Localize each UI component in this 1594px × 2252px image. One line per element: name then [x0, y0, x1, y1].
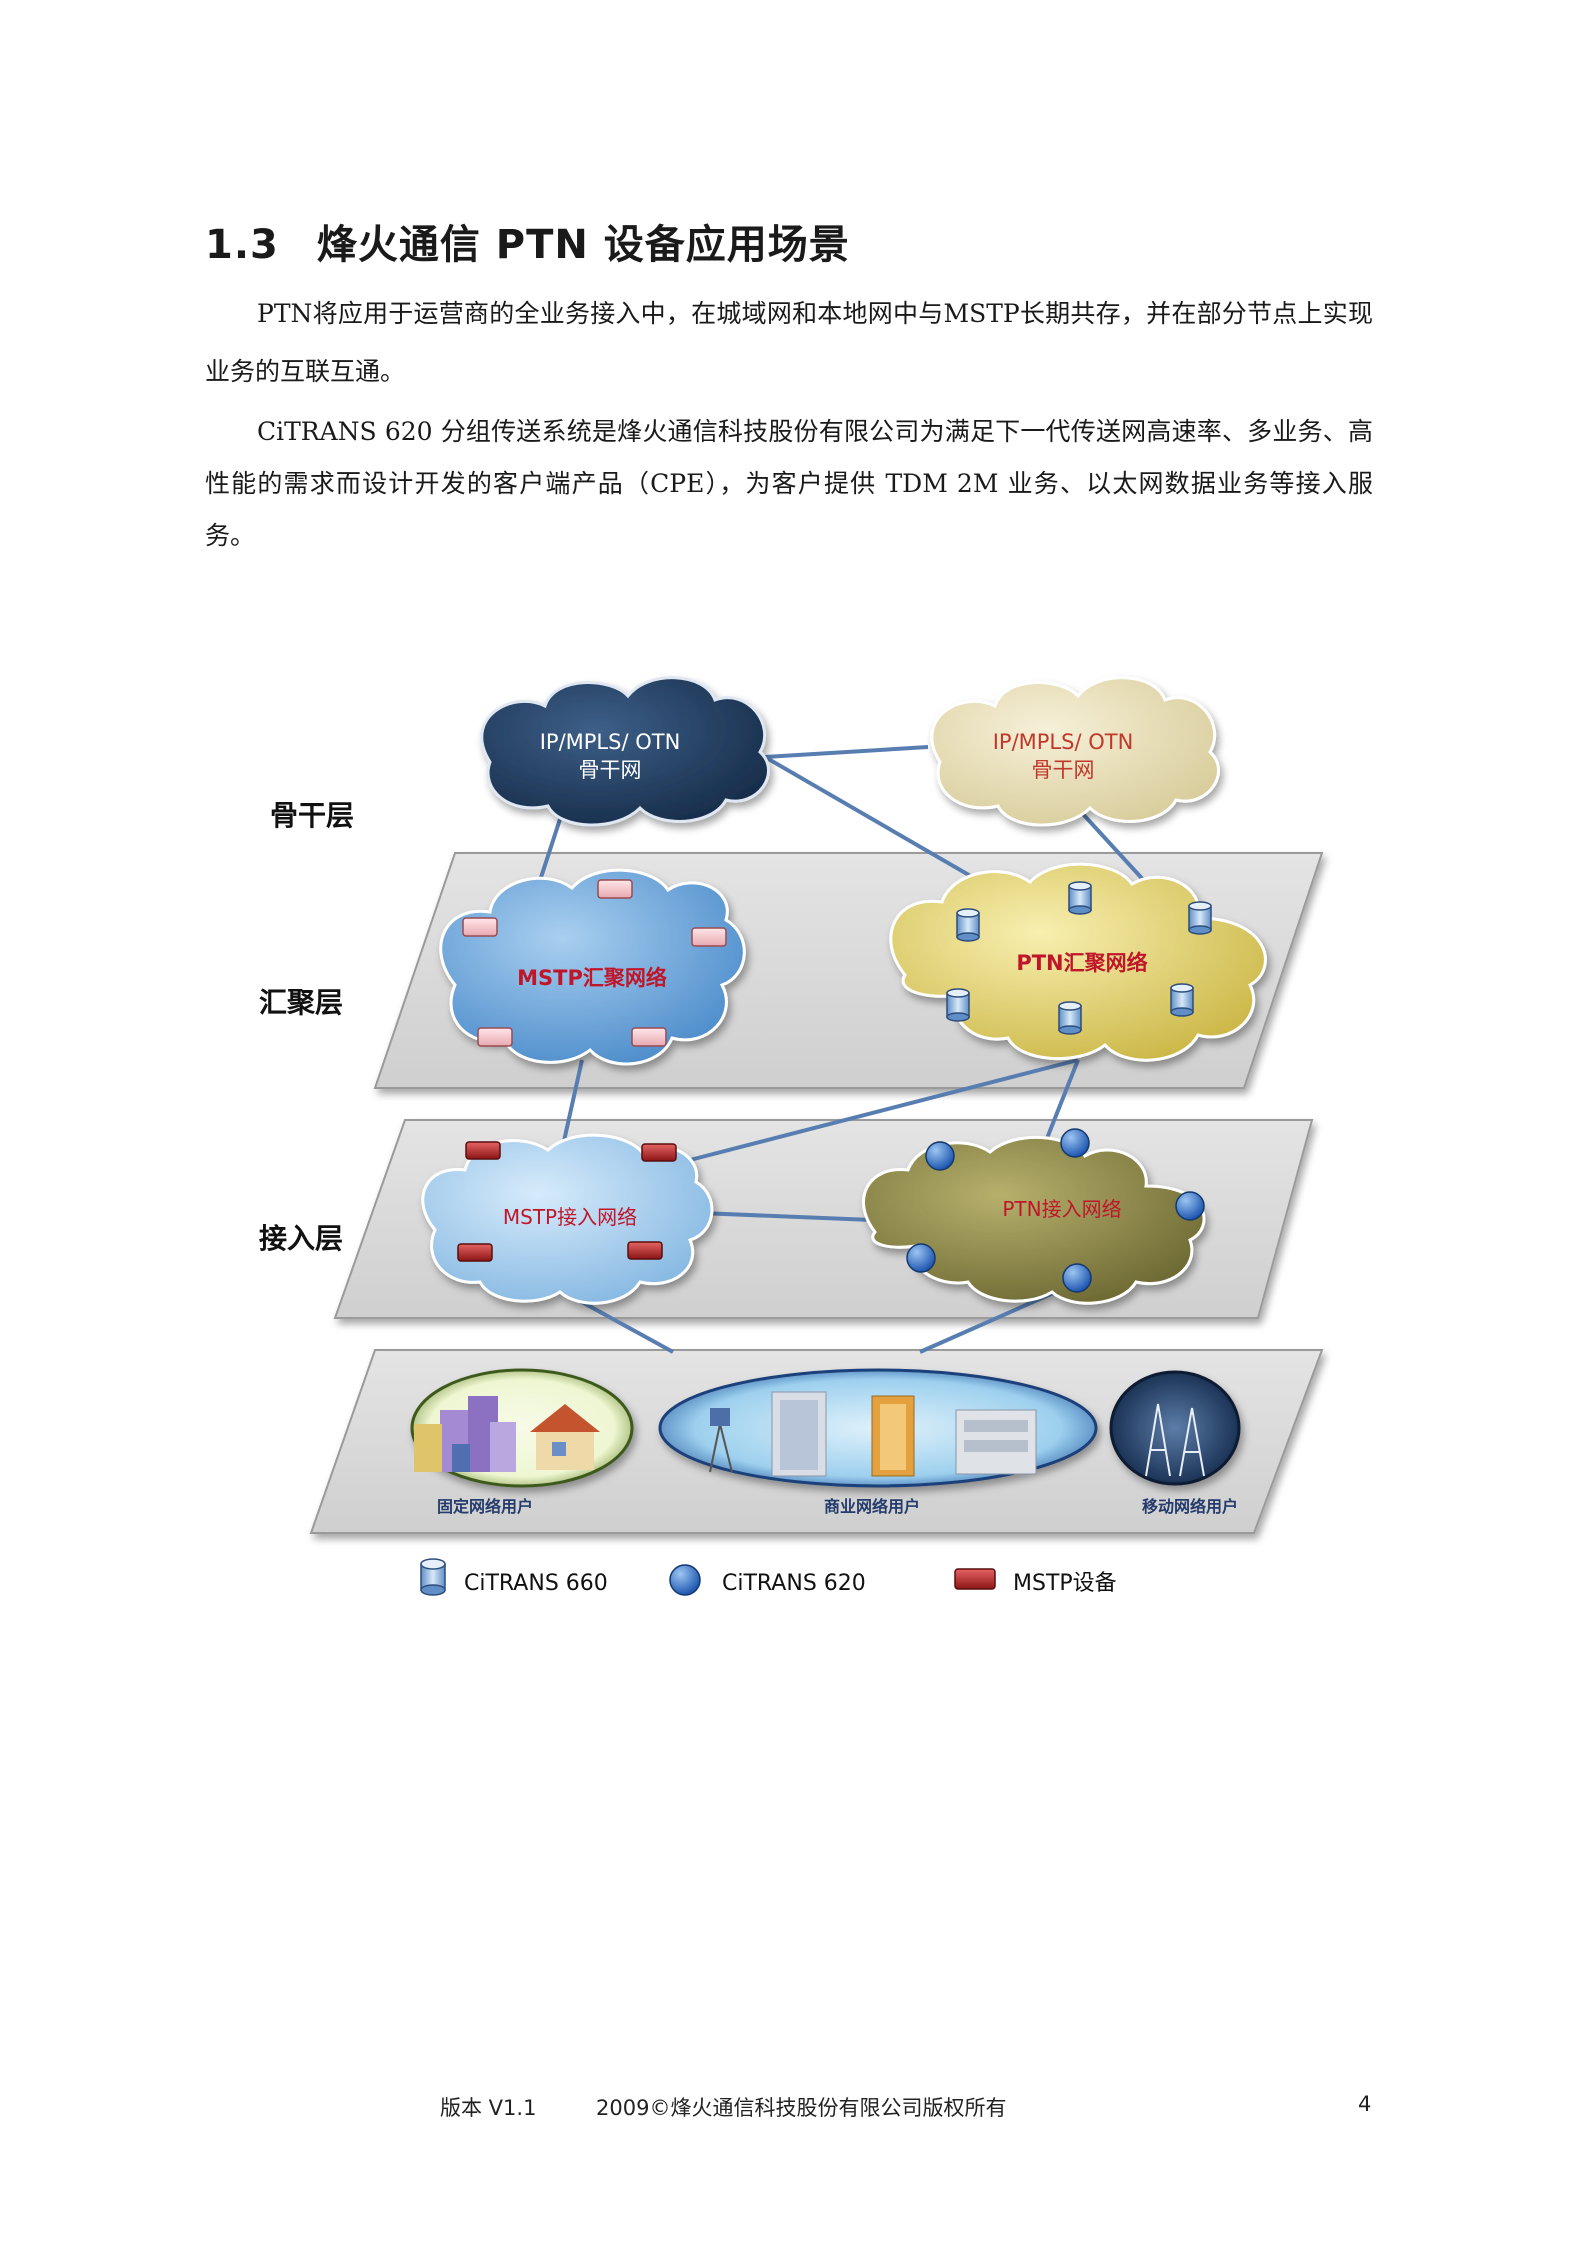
cylinder-icon	[1188, 901, 1212, 935]
office-buildings-icon	[414, 1396, 516, 1472]
layer-label-access: 接入层	[259, 1222, 343, 1255]
mstp-device-icon	[627, 1241, 663, 1260]
mobile-users-group	[1109, 1370, 1241, 1486]
fixed-users-label: 固定网络用户	[437, 1497, 533, 1516]
cylinder-icon	[1068, 881, 1092, 915]
mall-building-icon	[955, 1409, 1037, 1475]
cell-tower-icon	[1145, 1403, 1205, 1477]
aggregation-ptn-label: PTN汇聚网络	[1016, 951, 1147, 975]
section-title: 1.3 烽火通信 PTN 设备应用场景	[205, 212, 850, 270]
aggregation-mstp-label: MSTP汇聚网络	[517, 966, 667, 990]
layer-label-backbone: 骨干层	[270, 799, 354, 832]
aggregation-mstp-cloud: MSTP汇聚网络	[439, 868, 746, 1066]
mstp-device-icon	[691, 927, 727, 947]
footer-page-number: 4	[1358, 2092, 1372, 2116]
cylinder-icon	[1058, 1001, 1082, 1035]
legend-label-citrans-660: CiTRANS 660	[464, 1571, 608, 1596]
backbone-left-line2: 骨干网	[579, 758, 642, 782]
backbone-left-line1: IP/MPLS/ OTN	[540, 730, 681, 754]
mstp-device-icon	[597, 879, 633, 899]
cylinder-icon	[946, 988, 970, 1022]
connection-lines	[530, 745, 1150, 1354]
legend-cylinder-icon	[420, 1558, 446, 1596]
footer-version: 版本 V1.1	[440, 2096, 537, 2120]
backbone-left-cloud: IP/MPLS/ OTN 骨干网	[480, 676, 770, 827]
mstp-device-icon	[465, 1141, 501, 1160]
legend-label-citrans-620: CiTRANS 620	[722, 1571, 866, 1596]
paragraph-ptn-intro: PTN将应用于运营商的全业务接入中，在城域网和本地网中与MSTP长期共存，并在部…	[205, 299, 1373, 386]
mstp-device-icon	[631, 1027, 667, 1047]
sphere-icon	[906, 1243, 936, 1273]
sphere-icon	[925, 1141, 955, 1171]
section-number: 1.3	[205, 222, 279, 268]
mstp-device-icon	[462, 917, 498, 937]
antenna-tripod-icon	[709, 1408, 733, 1473]
ptn-access-devices	[906, 1128, 1205, 1293]
aggregation-mstp-devices	[462, 879, 727, 1047]
access-mstp-devices	[457, 1141, 677, 1262]
footer-copyright: 2009©烽火通信科技股份有限公司版权所有	[596, 2096, 1007, 2120]
cylinder-icon	[1170, 983, 1194, 1017]
legend: CiTRANS 660 CiTRANS 620 MSTP设备	[420, 1558, 1117, 1596]
sphere-icon	[1062, 1263, 1092, 1293]
backbone-right-cloud: IP/MPLS/ OTN 骨干网	[930, 676, 1220, 827]
mobile-users-label: 移动网络用户	[1142, 1497, 1238, 1516]
legend-mstp-device-icon	[954, 1568, 996, 1590]
access-ptn-label: PTN接入网络	[1002, 1197, 1121, 1221]
sphere-icon	[1060, 1128, 1090, 1158]
backbone-right-line1: IP/MPLS/ OTN	[993, 730, 1134, 754]
access-ptn-cloud: PTN接入网络	[862, 1135, 1206, 1305]
backbone-right-line2: 骨干网	[1032, 758, 1095, 782]
ptn-aggregation-devices	[946, 881, 1212, 1035]
access-mstp-label: MSTP接入网络	[503, 1205, 637, 1229]
fixed-users-group	[410, 1368, 634, 1488]
sphere-icon	[1175, 1191, 1205, 1221]
office-tower-icon	[771, 1391, 827, 1477]
mstp-device-icon	[477, 1027, 513, 1047]
house-icon	[530, 1404, 600, 1470]
section-heading: 烽火通信 PTN 设备应用场景	[316, 222, 850, 268]
layer-label-aggregation: 汇聚层	[259, 986, 343, 1019]
cylinder-icon	[956, 908, 980, 942]
mstp-device-icon	[457, 1243, 493, 1262]
legend-label-mstp: MSTP设备	[1013, 1571, 1117, 1596]
legend-sphere-icon	[669, 1564, 701, 1596]
hotel-building-icon	[871, 1395, 915, 1477]
business-users-label: 商业网络用户	[824, 1497, 920, 1516]
paragraph-citrans-620: CiTRANS 620 分组传送系统是烽火通信科技股份有限公司为满足下一代传送网…	[205, 417, 1373, 550]
business-users-group	[658, 1368, 1098, 1488]
mstp-device-icon	[641, 1143, 677, 1162]
